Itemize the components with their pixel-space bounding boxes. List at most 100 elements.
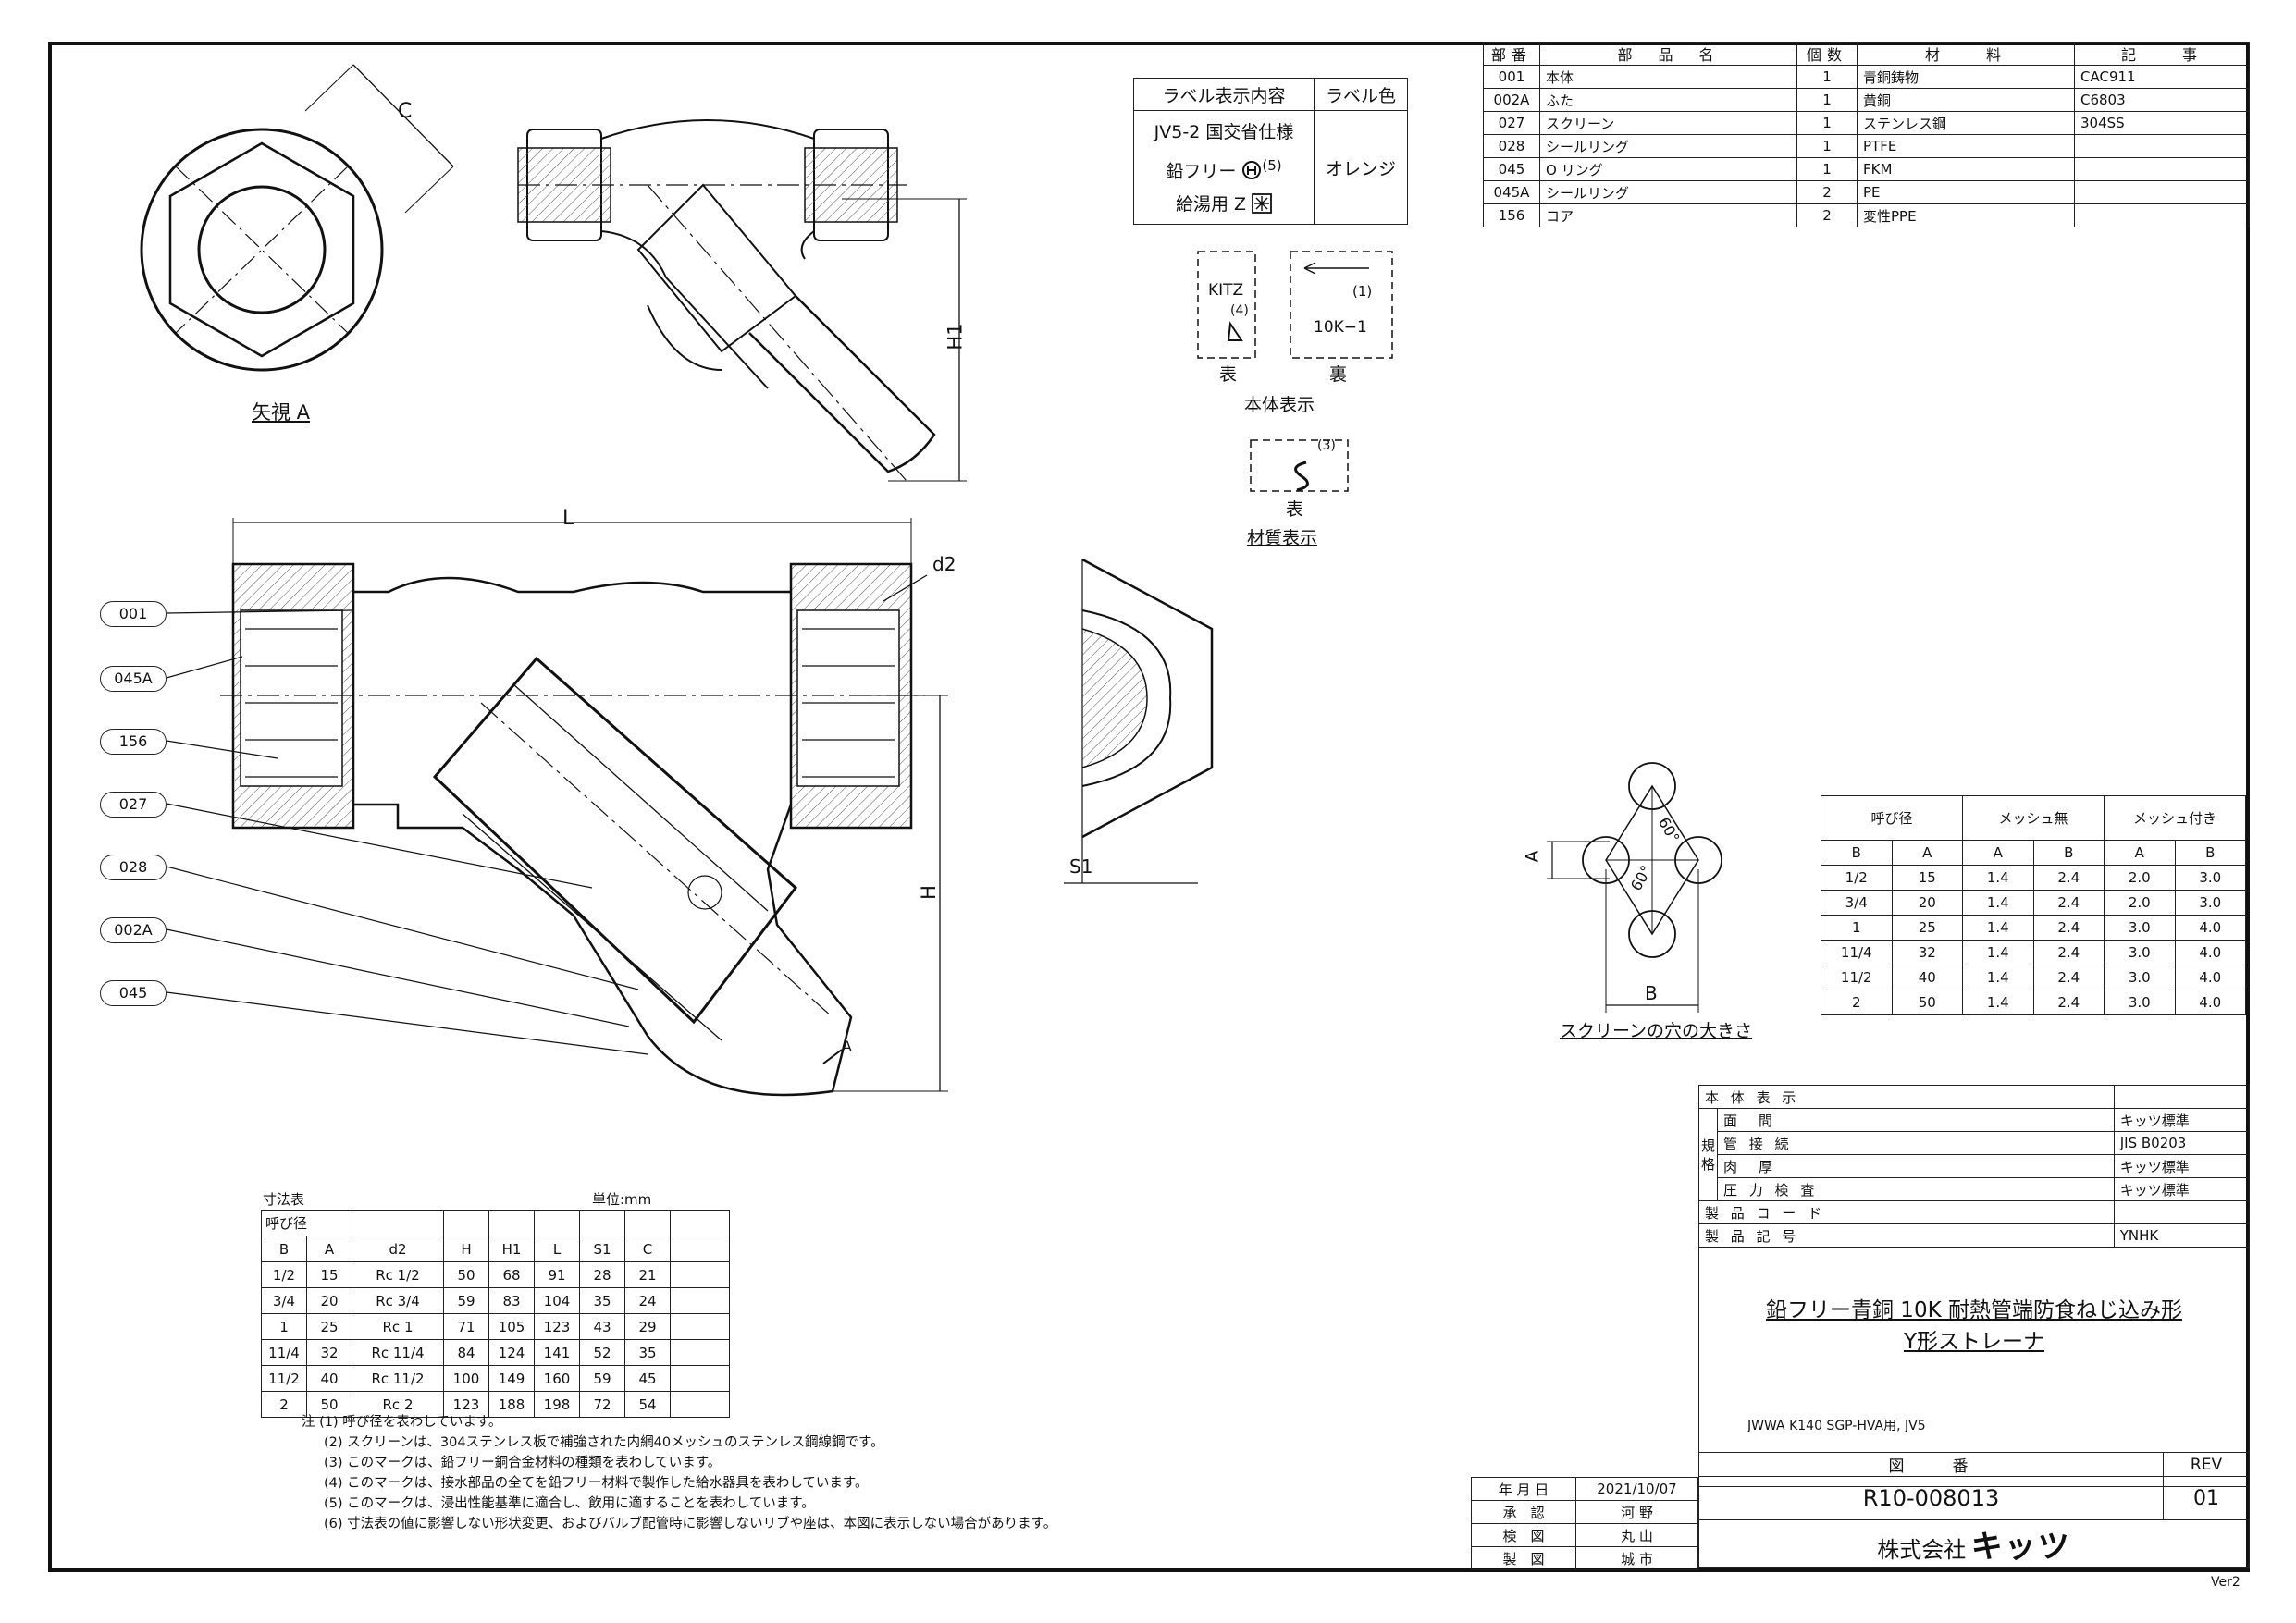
parts-header: 部 品 名	[1539, 42, 1797, 66]
label-col2-header: ラベル色	[1314, 78, 1408, 111]
mesh-cell: 15	[1891, 865, 1963, 891]
note-line: (6) 寸法表の値に影響しない形状変更、およびバルブ配管時に影響しないリブや座は…	[324, 1517, 1057, 1531]
approval-label: 検 図	[1471, 1523, 1576, 1547]
mesh-header: メッシュ付き	[2104, 795, 2246, 841]
approval-value: 2021/10/07	[1575, 1477, 1698, 1501]
spec-table: 本 体 表 示 規格 面 間 キッツ標準 管 接 続 JIS B0203 肉 厚…	[1697, 1085, 2251, 1487]
dim-header: A	[306, 1236, 352, 1262]
approval-value: 城 市	[1575, 1546, 1698, 1570]
dim-cell-blank	[670, 1365, 730, 1392]
dim-h1-label: H1	[944, 323, 967, 350]
version-label: Ver2	[2211, 1575, 2240, 1590]
drawing-title-line1: 鉛フリー青銅 10K 耐熱管端防食ねじ込み形	[1766, 1298, 2182, 1322]
dim-header: C	[624, 1236, 671, 1262]
dim-cell: 35	[624, 1339, 671, 1366]
approval-value: 河 野	[1575, 1500, 1698, 1524]
mesh-cell: 40	[1891, 965, 1963, 990]
dim-cell: 2	[261, 1391, 307, 1418]
mesh-header: メッシュ無	[1962, 795, 2105, 841]
dim-cell-blank	[670, 1339, 730, 1366]
mesh-cell: 25	[1891, 915, 1963, 941]
mesh-cell: 3.0	[2174, 865, 2246, 891]
spec-value: JIS B0203	[2113, 1131, 2251, 1155]
dim-cell: 91	[534, 1261, 580, 1288]
dim-header: B	[261, 1236, 307, 1262]
label-table: ラベル表示内容 ラベル色 JV5-2 国交省仕様 鉛フリー (5) 給湯用 Z …	[1133, 78, 1408, 225]
dim-cell: 1/2	[261, 1261, 307, 1288]
approval-label: 承 認	[1471, 1500, 1576, 1524]
mesh-cell: 3.0	[2104, 990, 2176, 1015]
rev-value: 01	[2163, 1476, 2250, 1520]
mesh-cell: 2	[1821, 990, 1893, 1015]
dim-cell: 3/4	[261, 1287, 307, 1314]
mesh-subheader: A	[1891, 840, 1963, 866]
dim-cell: 50	[443, 1261, 489, 1288]
mesh-cell: 11/4	[1821, 940, 1893, 965]
parts-cell: 028	[1483, 134, 1540, 158]
spec-value: キッツ標準	[2113, 1154, 2251, 1178]
drawing-number-table: 図 番 REV R10-008013 01 株式会社 キッツ	[1698, 1452, 2250, 1568]
dim-cell: 59	[579, 1365, 625, 1392]
dim-cell: 52	[579, 1339, 625, 1366]
dim-cell-blank	[670, 1313, 730, 1340]
rev-label: REV	[2163, 1452, 2250, 1477]
material-s-mark-icon	[1294, 461, 1309, 492]
dim-cell: 15	[306, 1261, 352, 1288]
mesh-cell: 2.4	[2032, 965, 2105, 990]
dim-cell: 198	[534, 1391, 580, 1418]
mark-back-label: 裏	[1329, 364, 1348, 385]
spec-group-label: 規格	[1697, 1108, 1719, 1201]
dim-cell: 24	[624, 1287, 671, 1314]
view-a-arrow-label: A	[842, 1038, 852, 1055]
dim-header: H	[443, 1236, 489, 1262]
mesh-cell: 2.4	[2032, 990, 2105, 1015]
dim-header: L	[534, 1236, 580, 1262]
mesh-subheader: A	[1962, 840, 2034, 866]
parts-cell: 027	[1483, 111, 1540, 135]
label-col1-header: ラベル表示内容	[1133, 78, 1315, 111]
dim-cell: 11/4	[261, 1339, 307, 1366]
parts-cell: CAC911	[2074, 65, 2250, 89]
dim-cell: 45	[624, 1365, 671, 1392]
dim-l-label: L	[562, 507, 574, 530]
body-mark-back-box	[1290, 251, 1393, 359]
mesh-cell: 2.0	[2104, 865, 2176, 891]
mesh-cell: 1.4	[1962, 865, 2034, 891]
spec-label: 管 接 続	[1717, 1131, 2115, 1155]
material-mark-box	[1250, 439, 1349, 492]
dim-cell: 104	[534, 1287, 580, 1314]
parts-cell: 1	[1796, 65, 1858, 89]
dim-header: S1	[579, 1236, 625, 1262]
label-color: オレンジ	[1314, 110, 1408, 225]
view-a-caption: 矢視 A	[252, 401, 311, 424]
dim-cell: 11/2	[261, 1365, 307, 1392]
parts-cell	[2074, 203, 2250, 227]
mesh-cell: 1	[1821, 915, 1893, 941]
mesh-cell: 1.4	[1962, 990, 2034, 1015]
company-logo: キッツ	[1970, 1528, 2071, 1566]
view-a-end-view	[140, 64, 454, 372]
parts-cell: 156	[1483, 203, 1540, 227]
approval-value: 丸 山	[1575, 1523, 1698, 1547]
mesh-cell: 3.0	[2104, 940, 2176, 965]
product-code-label: 製 品 コ ー ド	[1698, 1200, 2115, 1224]
mesh-cell: 1.4	[1962, 940, 2034, 965]
dim-cell: 124	[488, 1339, 535, 1366]
dim-cell-blank	[670, 1261, 730, 1288]
dim-cell: 1	[261, 1313, 307, 1340]
dim-cell: Rc 1	[352, 1313, 444, 1340]
dim-cell: 20	[306, 1287, 352, 1314]
mesh-header: 呼び径	[1821, 795, 1963, 841]
dim-cell: 71	[443, 1313, 489, 1340]
dim-cell: Rc 1/2	[352, 1261, 444, 1288]
